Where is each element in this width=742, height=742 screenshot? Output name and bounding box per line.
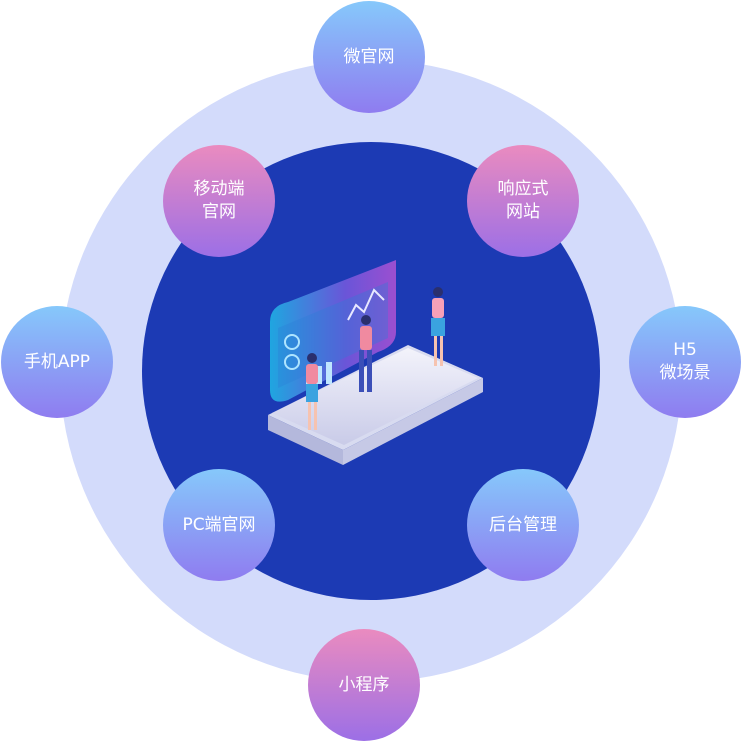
node-label: 手机APP xyxy=(23,351,91,372)
dashboard-illustration xyxy=(268,260,483,465)
node-label: PC端官网 xyxy=(182,514,256,535)
node-label: 移动端 官网 xyxy=(193,179,245,222)
node-label: 响应式 网站 xyxy=(497,179,549,222)
node-label: 后台管理 xyxy=(489,514,557,535)
node-houtai[interactable]: 后台管理 xyxy=(467,469,579,581)
node-label: 微官网 xyxy=(343,46,395,67)
node-label: H5 微场景 xyxy=(659,340,711,383)
node-pc-guanwang[interactable]: PC端官网 xyxy=(163,469,275,581)
node-yidong-guanwang[interactable]: 移动端 官网 xyxy=(163,145,275,257)
node-wei-guanwang[interactable]: 微官网 xyxy=(313,1,425,113)
node-label: 小程序 xyxy=(338,674,390,695)
node-xiaochengxu[interactable]: 小程序 xyxy=(308,629,420,741)
node-h5[interactable]: H5 微场景 xyxy=(629,306,741,418)
node-shouji-app[interactable]: 手机APP xyxy=(1,306,113,418)
node-xiangyingshi[interactable]: 响应式 网站 xyxy=(467,145,579,257)
